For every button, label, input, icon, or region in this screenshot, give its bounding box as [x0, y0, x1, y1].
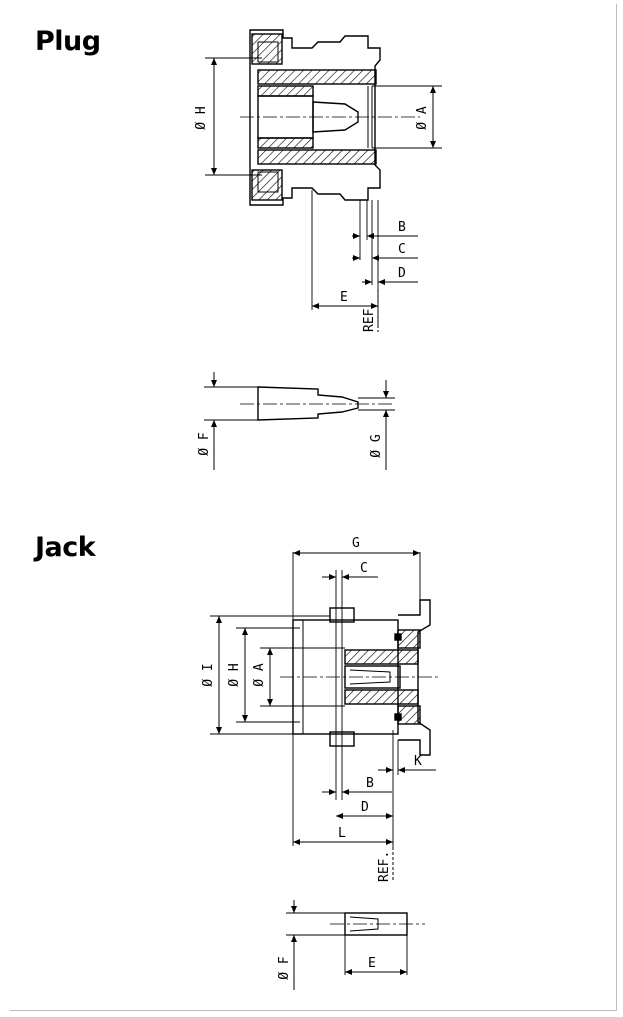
- jack-label-d: D: [361, 800, 369, 815]
- jack-label-e: E: [368, 956, 376, 971]
- plug-label-dia-g: Ø G: [369, 434, 384, 458]
- jack-dim-f: [286, 900, 345, 990]
- plug-heading: Plug: [35, 26, 101, 57]
- plug-label-ref: REF.: [362, 301, 377, 332]
- jack-dim-a: [260, 647, 345, 707]
- plug-dim-f: [204, 372, 258, 470]
- jack-label-ref: REF.: [377, 851, 392, 882]
- plug-label-d: D: [398, 266, 406, 281]
- plug-label-c: C: [398, 242, 406, 257]
- plug-label-e: E: [340, 290, 348, 305]
- jack-label-g: G: [352, 536, 360, 551]
- jack-label-dia-h: Ø H: [227, 663, 242, 686]
- jack-label-dia-i: Ø I: [201, 663, 216, 686]
- jack-dim-h: [236, 627, 300, 723]
- jack-label-k: K: [414, 754, 422, 769]
- plug-pin: [240, 386, 395, 421]
- page-frame: [10, 4, 617, 1011]
- jack-cross-section: [280, 552, 440, 850]
- plug-dim-h: [205, 57, 262, 176]
- jack-label-c: C: [360, 561, 368, 576]
- jack-contact: [330, 912, 425, 975]
- plug-label-b: B: [398, 220, 406, 235]
- jack-label-dia-f: Ø F: [277, 956, 292, 980]
- jack-dim-i: [210, 615, 330, 735]
- plug-label-dia-h: Ø H: [194, 106, 209, 129]
- plug-dim-a: [372, 85, 442, 149]
- jack-label-dia-a: Ø A: [252, 663, 267, 687]
- jack-label-l: L: [338, 826, 346, 841]
- plug-dim-g: [358, 380, 395, 470]
- jack-label-b: B: [366, 776, 374, 791]
- plug-cross-section: [240, 29, 420, 325]
- plug-label-dia-f: Ø F: [197, 432, 212, 456]
- plug-label-dia-a: Ø A: [415, 106, 430, 130]
- jack-heading: Jack: [35, 532, 96, 563]
